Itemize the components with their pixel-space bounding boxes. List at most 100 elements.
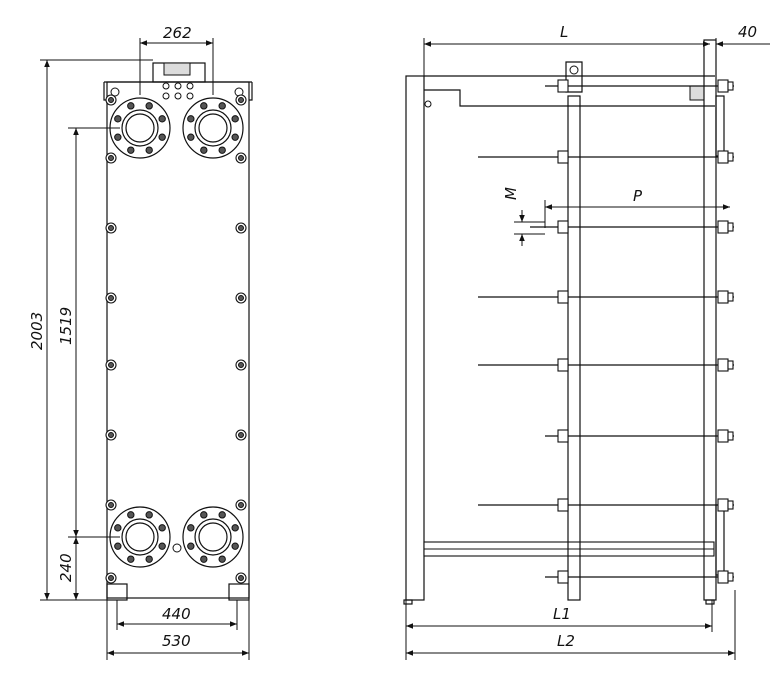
- side-view: [403, 39, 734, 605]
- tie-bolt-core: [238, 502, 244, 508]
- dim-frame-width: 530: [162, 632, 191, 650]
- dim-foot-spacing: 440: [162, 605, 191, 623]
- tie-rod-washer: [727, 572, 734, 582]
- flange-bolt-hole: [231, 542, 239, 550]
- tie-rod-nut: [557, 429, 569, 443]
- upper-bar-end: [689, 85, 705, 101]
- flange-bolt-hole: [114, 115, 122, 123]
- tie-bolt-core: [108, 575, 114, 581]
- flange-bolt-hole: [231, 133, 239, 141]
- tie-rod-washer: [727, 500, 734, 510]
- tie-bolt-core: [108, 155, 114, 161]
- flange-bolt-hole: [231, 115, 239, 123]
- flange-bolt-hole: [145, 555, 153, 563]
- flange-bolt-hole: [187, 542, 195, 550]
- tie-bolt-core: [108, 432, 114, 438]
- flange-bolt-hole: [187, 115, 195, 123]
- tie-rod-washer: [727, 292, 734, 302]
- flange-bolt-hole: [200, 102, 208, 110]
- front-frame-plate: [106, 81, 250, 599]
- dim-length: L: [560, 23, 568, 41]
- flange-bolt-hole: [158, 542, 166, 550]
- dim-offset: 40: [738, 23, 757, 41]
- flange-bolt-hole: [158, 115, 166, 123]
- flange-bolt-hole: [114, 542, 122, 550]
- flange-bolt-hole: [114, 524, 122, 532]
- flange-bolt-hole: [127, 146, 135, 154]
- top-bracket-block: [163, 62, 191, 76]
- flange-bolt-hole: [114, 133, 122, 141]
- flange-bolts: [114, 102, 239, 563]
- tie-rod-nut: [717, 79, 729, 93]
- flange-bolt-hole: [145, 511, 153, 519]
- tie-rod-washer: [727, 152, 734, 162]
- tie-bolt-core: [238, 575, 244, 581]
- dim-port-center-height: 1519: [57, 307, 75, 345]
- dim-pitch: P: [633, 187, 643, 205]
- flange-bolt-hole: [218, 146, 226, 154]
- tie-rods: [478, 79, 734, 584]
- tie-bolt-core: [238, 97, 244, 103]
- dim-length-1: L1: [553, 605, 571, 623]
- dim-thread: M: [502, 187, 520, 200]
- flange-bolt-hole: [218, 102, 226, 110]
- tie-bolt-core: [238, 432, 244, 438]
- upper-carrying-bar: [424, 75, 715, 107]
- flange-bolt-hole: [187, 524, 195, 532]
- flange-bolt-hole: [218, 555, 226, 563]
- dim-total-height: 2003: [28, 312, 46, 350]
- flange-bolt-hole: [218, 511, 226, 519]
- tie-bolt-core: [238, 362, 244, 368]
- flange-bolt-hole: [145, 146, 153, 154]
- lifting-hole-left: [110, 87, 120, 97]
- flange-top-right: [182, 97, 244, 159]
- tie-rod-nut: [557, 150, 569, 164]
- flange-bolt-hole: [231, 524, 239, 532]
- dim-port-spacing: 262: [163, 24, 192, 42]
- top-header: [103, 81, 253, 101]
- tie-rod-washer: [727, 360, 734, 370]
- tie-rod-nut: [717, 150, 729, 164]
- tie-bolt-core: [108, 502, 114, 508]
- tie-bolt-core: [108, 225, 114, 231]
- tie-rod-washer: [727, 431, 734, 441]
- fixed-frame-plate: [405, 75, 425, 601]
- flange-bolt-hole: [158, 133, 166, 141]
- tie-rod-nut: [557, 358, 569, 372]
- flange-bottom-right: [182, 506, 244, 568]
- tie-rod-nut: [717, 429, 729, 443]
- dim-bottom-port-height: 240: [57, 553, 75, 582]
- tie-rod-nut: [557, 290, 569, 304]
- side-bolts: [105, 94, 247, 584]
- flange-bolt-hole: [145, 102, 153, 110]
- tie-bolt-core: [238, 155, 244, 161]
- flange-bolt-hole: [127, 555, 135, 563]
- tie-rod-nut: [717, 358, 729, 372]
- tie-rod-nut: [557, 79, 569, 93]
- flange-bolt-hole: [127, 102, 135, 110]
- tie-rod-nut: [717, 290, 729, 304]
- tie-rod-nut: [557, 498, 569, 512]
- foot-right: [228, 583, 250, 601]
- drain-hole: [172, 543, 182, 553]
- tie-bolt-core: [238, 295, 244, 301]
- tie-rod-nut: [557, 570, 569, 584]
- upper-gasket-block: [715, 95, 725, 157]
- front-dimensions: 262 2003 1519 240 440 530: [28, 24, 250, 660]
- pressure-plate: [567, 95, 581, 601]
- flange-bolt-hole: [158, 524, 166, 532]
- flange-bolt-hole: [200, 555, 208, 563]
- flange-bolt-hole: [187, 133, 195, 141]
- tie-bolt-core: [108, 295, 114, 301]
- tie-rod-nut: [717, 220, 729, 234]
- front-view: [103, 62, 253, 601]
- tie-rod-nut: [557, 220, 569, 234]
- lower-gasket-block: [715, 504, 725, 576]
- tie-bolt-core: [238, 225, 244, 231]
- end-support-column: [703, 39, 717, 601]
- tie-rod-washer: [727, 222, 734, 232]
- tie-rod-washer: [727, 81, 734, 91]
- flange-bolt-hole: [127, 511, 135, 519]
- tie-bolt-core: [108, 362, 114, 368]
